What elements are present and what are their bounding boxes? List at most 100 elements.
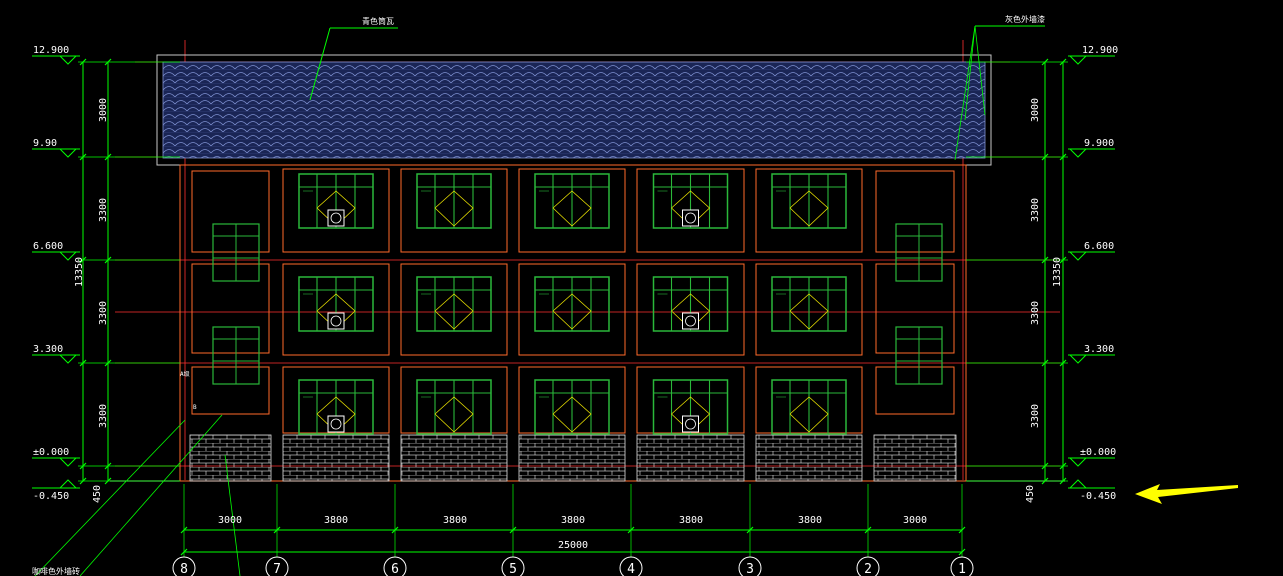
dim-tick xyxy=(1059,359,1067,367)
dim-tick xyxy=(79,58,87,66)
wall-panel xyxy=(191,366,270,415)
base-annotation: 咖啡色外墙砖 xyxy=(32,414,241,576)
hdim-2: 3800 xyxy=(443,515,467,526)
elevation-mark-right-0: 12.900 xyxy=(1068,45,1118,65)
wall-panel xyxy=(191,170,270,253)
brick-base xyxy=(755,434,863,482)
elevation-text: ±0.000 xyxy=(33,447,69,458)
vdim-right-2: 3300 xyxy=(1030,301,1041,325)
dim-tick xyxy=(391,526,399,534)
wall-paint-label: 灰色外墙漆 xyxy=(1005,14,1045,24)
elevation-text: 3.300 xyxy=(33,344,63,355)
vdim-right-3: 3300 xyxy=(1030,404,1041,428)
dim-tick xyxy=(1059,477,1067,485)
dim-tick xyxy=(1041,256,1049,264)
vent-circle xyxy=(330,315,342,327)
vent-circle xyxy=(330,418,342,430)
vent-box xyxy=(682,312,699,330)
building-elevation xyxy=(110,54,1065,482)
dim-tick xyxy=(1059,256,1067,264)
elevation-mark-right-4: ±0.000 xyxy=(1068,447,1116,467)
dim-tick xyxy=(104,359,112,367)
axis-circle-icon: 1 xyxy=(950,556,974,576)
wall-panel xyxy=(875,366,955,415)
vent-box xyxy=(327,209,345,227)
axis-label-2: 2 xyxy=(864,562,872,576)
dim-tick xyxy=(104,256,112,264)
vdim-right-0: 3000 xyxy=(1030,98,1041,122)
base-brick-label: 咖啡色外墙砖 xyxy=(32,566,80,576)
axis-circle-icon: 8 xyxy=(172,556,196,576)
vdim-left-2: 3300 xyxy=(98,301,109,325)
window-opening-mark xyxy=(789,190,829,227)
dim-tick xyxy=(1059,462,1067,470)
axis-circle-icon: 6 xyxy=(383,556,407,576)
dim-tick xyxy=(104,462,112,470)
elevation-mark-left-4: ±0.000 xyxy=(32,447,80,467)
dim-tick xyxy=(864,526,872,534)
bay-panel xyxy=(400,263,508,356)
bay-panel xyxy=(636,168,745,253)
vdim-left-total: 13350 xyxy=(74,257,85,287)
dim-tick xyxy=(1059,153,1067,161)
elevation-text: ±0.000 xyxy=(1080,447,1116,458)
vdim-right-1: 3300 xyxy=(1030,198,1041,222)
axis-label-1: 1 xyxy=(958,562,966,576)
vent-circle xyxy=(685,212,696,224)
elevation-text: 9.90 xyxy=(33,138,57,149)
wall-annotation: 灰色外墙漆 xyxy=(954,14,1045,161)
bay-panel xyxy=(755,263,863,356)
bay-panel xyxy=(636,263,745,356)
hdim-0: 3000 xyxy=(218,515,242,526)
roof-tiles xyxy=(162,61,986,159)
bay-panel xyxy=(518,168,626,253)
vent-circle xyxy=(685,315,696,327)
axis-circle-icon: 5 xyxy=(501,556,525,576)
dim-tick xyxy=(958,526,966,534)
vent-circle xyxy=(685,418,696,430)
hdim-4: 3800 xyxy=(679,515,703,526)
elevation-text: 12.900 xyxy=(1082,45,1118,56)
dim-tick xyxy=(958,548,966,556)
bay-panel xyxy=(755,168,863,253)
brick-base xyxy=(400,434,508,482)
window-opening-mark xyxy=(789,293,829,330)
dim-tick xyxy=(1041,359,1049,367)
wall-panel xyxy=(191,263,270,354)
vent-circle xyxy=(330,212,342,224)
dim-tick xyxy=(746,526,754,534)
wall-panel xyxy=(875,170,955,253)
elevation-text: 6.600 xyxy=(33,241,63,252)
dim-tick xyxy=(104,153,112,161)
dim-tick xyxy=(104,477,112,485)
window-opening-mark xyxy=(434,190,474,227)
axis-label-7: 7 xyxy=(273,562,281,576)
dimension-lines xyxy=(78,58,1068,557)
dim-tick xyxy=(79,462,87,470)
window-group xyxy=(212,173,943,435)
vdim-left-1: 3300 xyxy=(98,198,109,222)
arrow-left-icon xyxy=(1135,484,1238,504)
dim-tick xyxy=(79,477,87,485)
roof-annotation: 青色筒瓦 xyxy=(309,16,398,101)
elevation-text: 6.600 xyxy=(1084,241,1114,252)
dim-tick xyxy=(1059,58,1067,66)
axis-circle-icon: 3 xyxy=(738,556,762,576)
brick-base xyxy=(282,434,390,482)
vdim-left-0: 3000 xyxy=(98,98,109,122)
window-opening-mark xyxy=(552,190,592,227)
vdim-left-3: 3300 xyxy=(98,404,109,428)
elevation-mark-right-1: 9.900 xyxy=(1068,138,1115,158)
hdim-total: 25000 xyxy=(558,540,588,551)
dim-tick xyxy=(104,58,112,66)
vent-box xyxy=(327,415,345,433)
vdim-left-base: 450 xyxy=(92,485,103,503)
bay-panel xyxy=(400,168,508,253)
roof-material-label: 青色筒瓦 xyxy=(362,16,394,26)
dim-tick xyxy=(79,359,87,367)
window-opening-mark xyxy=(789,396,829,433)
dim-tick xyxy=(180,526,188,534)
axis-label-6: 6 xyxy=(391,562,399,576)
axis-label-5: 5 xyxy=(509,562,517,576)
